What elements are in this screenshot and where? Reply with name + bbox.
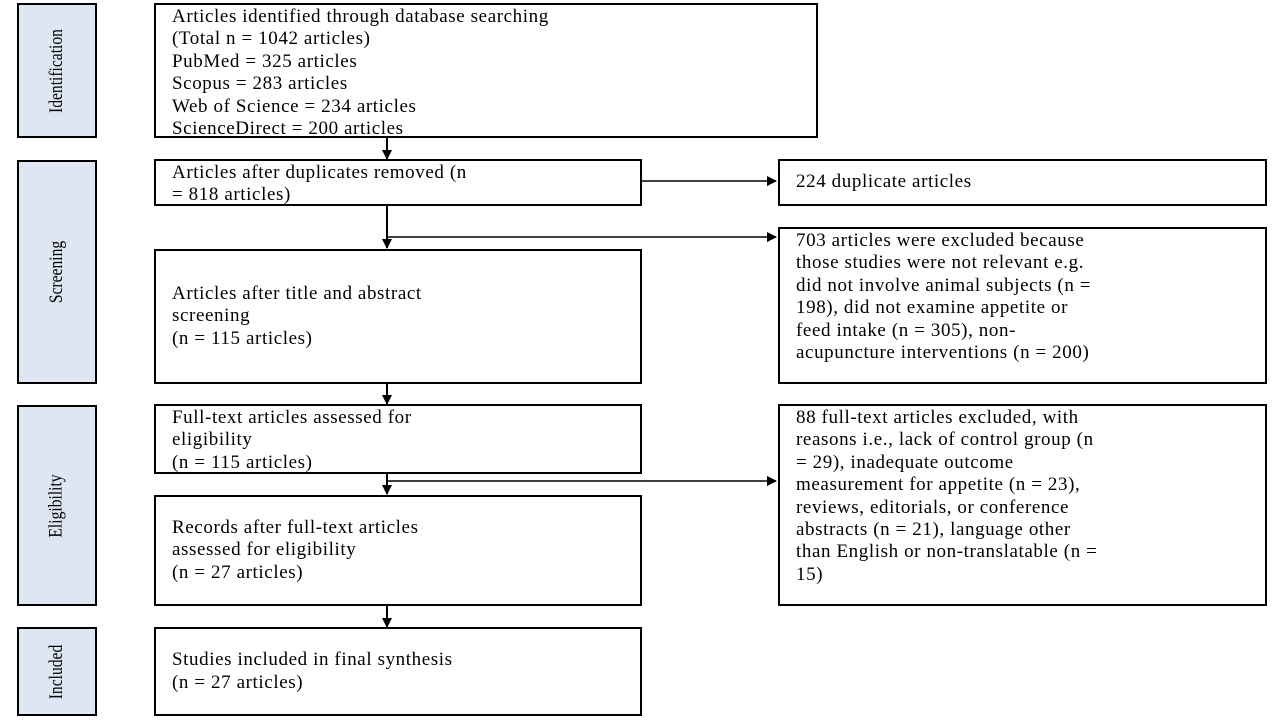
box-identified-line-5: Web of Science = 234 articles [172, 95, 417, 117]
box-included-synthesis-line-2: (n = 27 articles) [172, 671, 304, 693]
stage-screening-label: Screening [45, 240, 67, 304]
box-records-after-fulltext-line-3: (n = 27 articles) [172, 561, 304, 583]
box-identified-line-1: Articles identified through database sea… [172, 6, 549, 27]
box-excluded-screening-line-5: feed intake (n = 305), non- [796, 319, 1017, 341]
box-identified-line-4: Scopus = 283 articles [172, 73, 348, 95]
box-excluded-screening-line-3: did not involve animal subjects (n = [796, 274, 1092, 296]
box-excluded-fulltext-line-6: abstracts (n = 21), language other [796, 519, 1071, 541]
stage-included-label: Included [45, 644, 67, 699]
box-after-duplicates-line-2: = 818 articles) [172, 184, 291, 206]
stage-identification-label: Identification [46, 28, 68, 113]
box-excluded-fulltext-line-7: than English or non-translatable (n = [796, 541, 1098, 563]
stage-included: Included [17, 627, 97, 716]
box-title-abstract-line-3: (n = 115 articles) [172, 327, 313, 349]
box-after-duplicates: Articles after duplicates removed (n = 8… [154, 159, 642, 206]
stage-eligibility: Eligibility [17, 405, 97, 606]
box-excluded-screening-line-4: 198), did not examine appetite or [796, 297, 1069, 319]
box-excluded-fulltext: 88 full-text articles excluded, with rea… [778, 404, 1267, 606]
box-duplicates: 224 duplicate articles [778, 159, 1267, 206]
box-included-synthesis-line-1: Studies included in final synthesis [172, 649, 453, 671]
box-identified-line-2: (Total n = 1042 articles) [172, 28, 371, 50]
box-identified-line-6: ScienceDirect = 200 articles [172, 118, 404, 140]
box-excluded-fulltext-line-5: reviews, editorials, or conference [796, 496, 1070, 518]
box-records-after-fulltext-line-2: assessed for eligibility [172, 539, 357, 561]
box-excluded-fulltext-line-4: measurement for appetite (n = 23), [796, 474, 1081, 496]
box-excluded-screening-line-6: acupuncture interventions (n = 200) [796, 342, 1090, 364]
stage-screening: Screening [17, 160, 97, 384]
box-records-after-fulltext: Records after full-text articles assesse… [154, 495, 642, 606]
box-included-synthesis: Studies included in final synthesis (n =… [154, 627, 642, 716]
box-excluded-fulltext-line-2: reasons i.e., lack of control group (n [796, 429, 1094, 451]
box-fulltext-assessed: Full-text articles assessed for eligibil… [154, 404, 642, 474]
box-excluded-fulltext-line-3: = 29), inadequate outcome [796, 451, 1014, 473]
stage-identification: Identification [17, 3, 97, 138]
box-excluded-screening-line-1: 703 articles were excluded because [796, 230, 1085, 251]
box-records-after-fulltext-line-1: Records after full-text articles [172, 516, 419, 538]
box-identified: Articles identified through database sea… [154, 3, 818, 140]
stage-eligibility-label: Eligibility [46, 473, 67, 538]
box-fulltext-assessed-line-1: Full-text articles assessed for [172, 407, 412, 428]
box-after-duplicates-line-1: Articles after duplicates removed (n [172, 162, 467, 183]
box-title-abstract: Articles after title and abstract screen… [154, 249, 642, 384]
box-excluded-screening: 703 articles were excluded because those… [778, 227, 1267, 384]
box-fulltext-assessed-line-2: eligibility [172, 429, 253, 451]
box-title-abstract-line-2: screening [172, 305, 251, 327]
box-excluded-fulltext-line-8: 15) [796, 563, 824, 585]
box-excluded-fulltext-line-1: 88 full-text articles excluded, with [796, 407, 1079, 428]
box-identified-line-3: PubMed = 325 articles [172, 50, 358, 72]
box-title-abstract-line-1: Articles after title and abstract [172, 282, 422, 304]
box-excluded-screening-line-2: those studies were not relevant e.g. [796, 252, 1085, 274]
box-fulltext-assessed-line-3: (n = 115 articles) [172, 451, 313, 473]
box-duplicates-line-1: 224 duplicate articles [796, 171, 972, 193]
